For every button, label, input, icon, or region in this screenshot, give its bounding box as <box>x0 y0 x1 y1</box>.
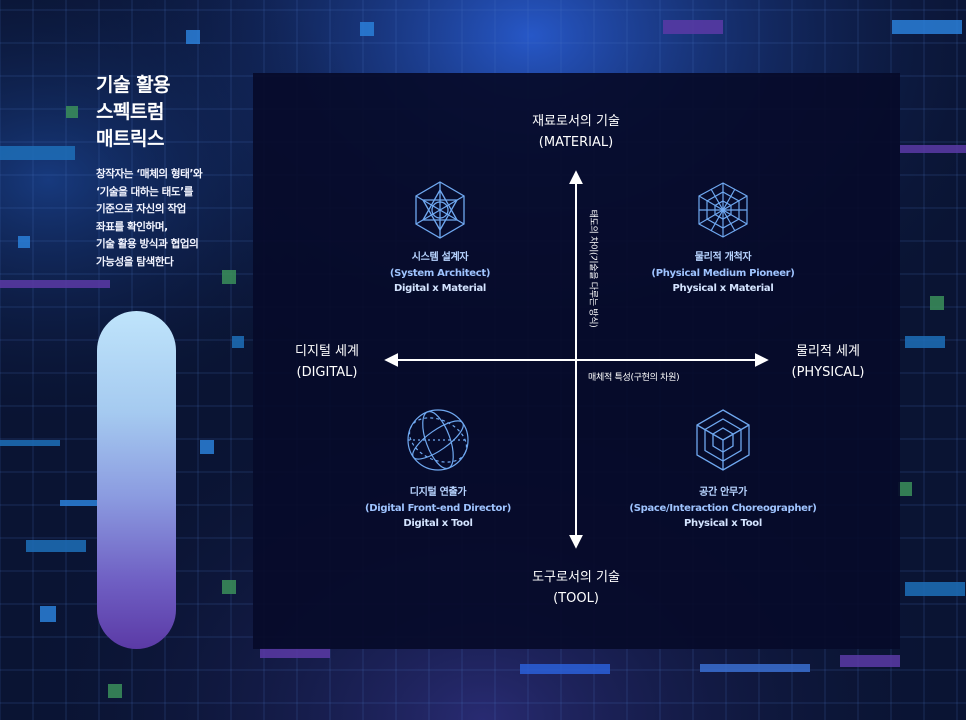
quadrant-name: 물리적 개척자 <box>694 252 752 263</box>
quadrant-english: (Physical Medium Pioneer) <box>651 267 795 279</box>
sidebar-description-line: 기준으로 자신의 작업 <box>96 203 186 215</box>
quadrant-english: (System Architect) <box>389 267 491 279</box>
left-axis-name: 디지털 세계 <box>295 344 359 359</box>
decorative-block <box>200 440 214 454</box>
decorative-block <box>520 664 610 674</box>
decorative-block <box>186 30 200 44</box>
decorative-block <box>840 655 900 667</box>
decorative-block <box>66 106 78 118</box>
left-axis-label: 디지털 세계 (DIGITAL) <box>267 341 387 383</box>
decorative-block <box>18 236 30 248</box>
quadrant-sub: Digital x Tool <box>403 518 473 529</box>
decorative-block <box>0 440 60 446</box>
nested-cube-icon <box>696 409 750 471</box>
decorative-block <box>232 336 244 348</box>
decorative-block <box>222 580 236 594</box>
sidebar-description-line: 가능성을 탐색한다 <box>96 255 174 268</box>
horizontal-axis-description: 매체적 특성(구현의 차원) <box>588 373 680 383</box>
decorative-block <box>898 482 912 496</box>
decorative-block <box>0 146 75 160</box>
bottom-axis-code: (TOOL) <box>553 591 599 606</box>
quadrant-bottom-right: 공간 안무가 (Space/Interaction Choreographer)… <box>608 485 838 532</box>
top-axis-code: (MATERIAL) <box>538 135 614 150</box>
decorative-block <box>700 664 810 672</box>
quadrant-sub: Physical x Material <box>672 283 774 294</box>
sidebar-description-line: ‘기술을 대하는 태도’를 <box>96 185 194 198</box>
sidebar-description-line: 기술 활용 방식과 협업의 <box>96 238 199 250</box>
decorative-block <box>108 684 122 698</box>
right-axis-label: 물리적 세계 (PHYSICAL) <box>768 341 888 383</box>
decorative-block <box>260 648 330 658</box>
decorative-block <box>892 20 962 34</box>
decorative-block <box>663 20 723 34</box>
quadrant-bottom-left: 디지털 연출가 (Digital Front-end Director) Dig… <box>328 485 548 532</box>
decorative-block <box>930 296 944 310</box>
sidebar-title: 기술 활용 스펙트럼 매트릭스 <box>96 72 171 153</box>
right-axis-name: 물리적 세계 <box>796 344 860 359</box>
top-axis-label: 재료로서의 기술 (MATERIAL) <box>476 111 676 153</box>
matrix-axes <box>384 170 769 549</box>
quadrant-sub: Physical x Tool <box>683 518 763 529</box>
cube-lattice-icon <box>698 182 748 238</box>
quadrant-name: 디지털 연출가 <box>409 487 467 498</box>
decorative-block <box>900 145 966 153</box>
bottom-axis-name: 도구로서의 기술 <box>532 570 620 585</box>
sidebar-description-line: 창작자는 ‘매체의 형태’와 <box>96 168 203 180</box>
top-axis-name: 재료로서의 기술 <box>532 114 620 129</box>
left-axis-code: (DIGITAL) <box>296 365 358 380</box>
decorative-block <box>26 540 86 552</box>
sidebar-title-line: 기술 활용 <box>96 74 171 96</box>
decorative-block <box>222 270 236 284</box>
gradient-spectrum-pill <box>97 311 176 649</box>
vertical-axis-description: 태도의 차이(기술을 다루는 방식) <box>587 209 598 328</box>
quadrant-english: (Digital Front-end Director) <box>364 502 512 514</box>
wireframe-sphere-icon <box>407 409 469 471</box>
sidebar-title-line: 스펙트럼 <box>96 101 164 123</box>
matrix-panel: 재료로서의 기술 (MATERIAL) 도구로서의 기술 (TOOL) 디지털 … <box>253 73 900 649</box>
sidebar-description-line: 좌표를 확인하며, <box>96 220 168 233</box>
quadrant-top-right: 물리적 개척자 (Physical Medium Pioneer) Physic… <box>608 250 838 297</box>
decorative-block <box>905 336 945 348</box>
quadrant-top-left: 시스템 설계자 (System Architect) Digital x Mat… <box>340 250 540 297</box>
decorative-block <box>0 280 110 288</box>
decorative-block <box>905 582 965 596</box>
decorative-block <box>40 606 56 622</box>
decorative-block <box>360 22 374 36</box>
sidebar-title-line: 매트릭스 <box>96 128 164 150</box>
sidebar-description: 창작자는 ‘매체의 형태’와 ‘기술을 대하는 태도’를 기준으로 자신의 작업… <box>96 166 203 271</box>
right-axis-code: (PHYSICAL) <box>791 365 865 380</box>
bottom-axis-label: 도구로서의 기술 (TOOL) <box>476 567 676 609</box>
quadrant-name: 시스템 설계자 <box>411 252 469 263</box>
quadrant-name: 공간 안무가 <box>699 487 747 498</box>
hexagon-network-icon <box>415 181 465 239</box>
quadrant-sub: Digital x Material <box>393 283 487 294</box>
quadrant-english: (Space/Interaction Choreographer) <box>629 502 817 514</box>
